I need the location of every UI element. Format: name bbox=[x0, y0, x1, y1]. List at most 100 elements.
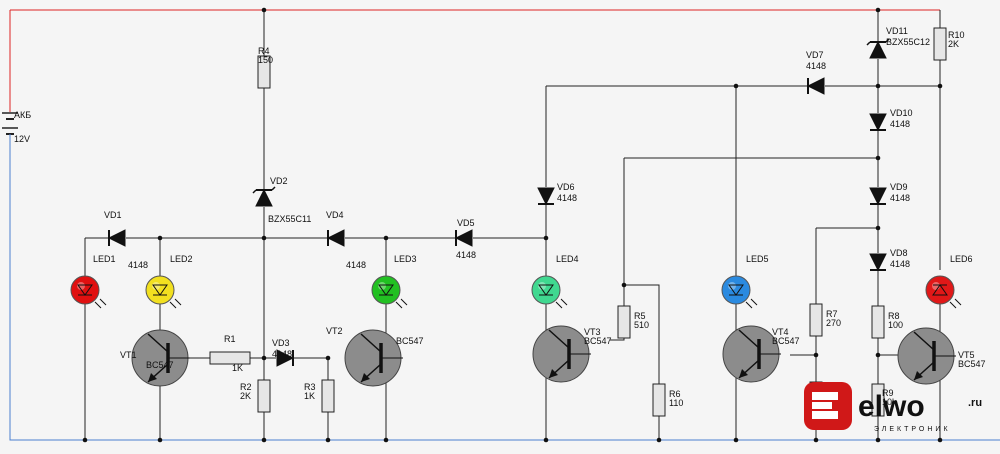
diode-value: 4148 bbox=[272, 349, 292, 359]
logo-brand: elwo bbox=[858, 390, 925, 423]
junction-dots bbox=[82, 7, 943, 443]
led-led2: LED2 bbox=[145, 254, 193, 309]
diode-vd5: VD5 4148 bbox=[454, 218, 476, 260]
resistor-name: R1 bbox=[224, 334, 236, 344]
diode-name: VD11 bbox=[886, 26, 908, 36]
resistor-layer: R4150R11KR22KR31KR5510R6110R7270R12KR810… bbox=[209, 27, 965, 417]
resistor-name: R10 bbox=[948, 30, 965, 40]
diode-vd4: VD4 4148 bbox=[326, 210, 366, 270]
transistor-name: VT1 bbox=[120, 350, 137, 360]
led-name: LED2 bbox=[170, 254, 193, 264]
elwo-logo: elwo .ru ЭЛЕКТРОНИК bbox=[804, 382, 982, 433]
resistor-value: 1K bbox=[232, 363, 243, 373]
diode-value: BZX55C11 bbox=[268, 214, 311, 224]
transistor-value: BC547 bbox=[146, 360, 174, 370]
ground-rail bbox=[9, 150, 1000, 441]
resistor-name: R7 bbox=[826, 309, 838, 319]
transistor-name: VT2 bbox=[326, 326, 343, 336]
led-led6: LED6 bbox=[925, 254, 973, 309]
diode-name: VD10 bbox=[890, 108, 913, 118]
resistor-value: 1K bbox=[304, 391, 315, 401]
led-layer: LED1 LED2 LED3 LED4 LED5 LED6 bbox=[70, 254, 973, 309]
diode-value: BZX55C12 bbox=[886, 37, 930, 47]
transistor-name: VT4 bbox=[772, 327, 789, 337]
resistor-value: 10k bbox=[882, 397, 897, 407]
resistor-value: 2K bbox=[240, 391, 251, 401]
logo-tld: .ru bbox=[968, 397, 982, 409]
diode-value: 4148 bbox=[456, 250, 476, 260]
resistor-value: 100 bbox=[888, 320, 903, 330]
led-name: LED6 bbox=[950, 254, 973, 264]
diode-layer: VD14148VD2BZX55C11VD34148VD44148VD54148V… bbox=[104, 26, 930, 367]
diode-value: 4148 bbox=[128, 260, 148, 270]
diode-name: VD9 bbox=[890, 182, 908, 192]
led-name: LED3 bbox=[394, 254, 417, 264]
diode-name: VD2 bbox=[270, 176, 288, 186]
led-name: LED5 bbox=[746, 254, 769, 264]
battery-symbol bbox=[2, 112, 18, 150]
transistor-value: BC547 bbox=[396, 336, 424, 346]
resistor-value: 2K bbox=[948, 39, 959, 49]
led-name: LED1 bbox=[93, 254, 116, 264]
resistor-value: 510 bbox=[634, 320, 649, 330]
diode-name: VD3 bbox=[272, 338, 290, 348]
led-led5: LED5 bbox=[721, 254, 769, 309]
resistor-name: R5 bbox=[634, 311, 646, 321]
diode-name: VD7 bbox=[806, 50, 824, 60]
diode-name: VD4 bbox=[326, 210, 344, 220]
diode-value: 4148 bbox=[890, 193, 910, 203]
resistor-value: 270 bbox=[826, 318, 841, 328]
diode-name: VD8 bbox=[890, 248, 908, 258]
positive-rail bbox=[9, 9, 940, 112]
diode-value: 4148 bbox=[806, 61, 826, 71]
diode-value: 4148 bbox=[346, 260, 366, 270]
resistor-name: R3 bbox=[304, 382, 316, 392]
led-name: LED4 bbox=[556, 254, 579, 264]
resistor-r1a: R1 1K bbox=[209, 334, 251, 373]
battery-value: 12V bbox=[14, 134, 30, 144]
resistor-name: R8 bbox=[888, 311, 900, 321]
led-led4: LED4 bbox=[531, 254, 579, 309]
battery-name: АКБ bbox=[14, 110, 31, 120]
resistor-value: 150 bbox=[258, 55, 273, 65]
diode-value: 4148 bbox=[557, 193, 577, 203]
diode-value: 4148 bbox=[890, 259, 910, 269]
resistor-name: R2 bbox=[240, 382, 252, 392]
resistor-name: R4 bbox=[258, 46, 270, 56]
transistor-value: BC547 bbox=[958, 359, 986, 369]
circuit-wiring bbox=[84, 10, 941, 440]
diode-value: 4148 bbox=[890, 119, 910, 129]
transistor-name: VT5 bbox=[958, 350, 975, 360]
transistor-value: BC547 bbox=[772, 336, 800, 346]
led-led3: LED3 bbox=[371, 254, 417, 309]
logo-tagline: ЭЛЕКТРОНИК bbox=[874, 426, 951, 433]
diode-name: VD6 bbox=[557, 182, 575, 192]
diode-name: VD5 bbox=[457, 218, 475, 228]
transistor-name: VT3 bbox=[584, 327, 601, 337]
